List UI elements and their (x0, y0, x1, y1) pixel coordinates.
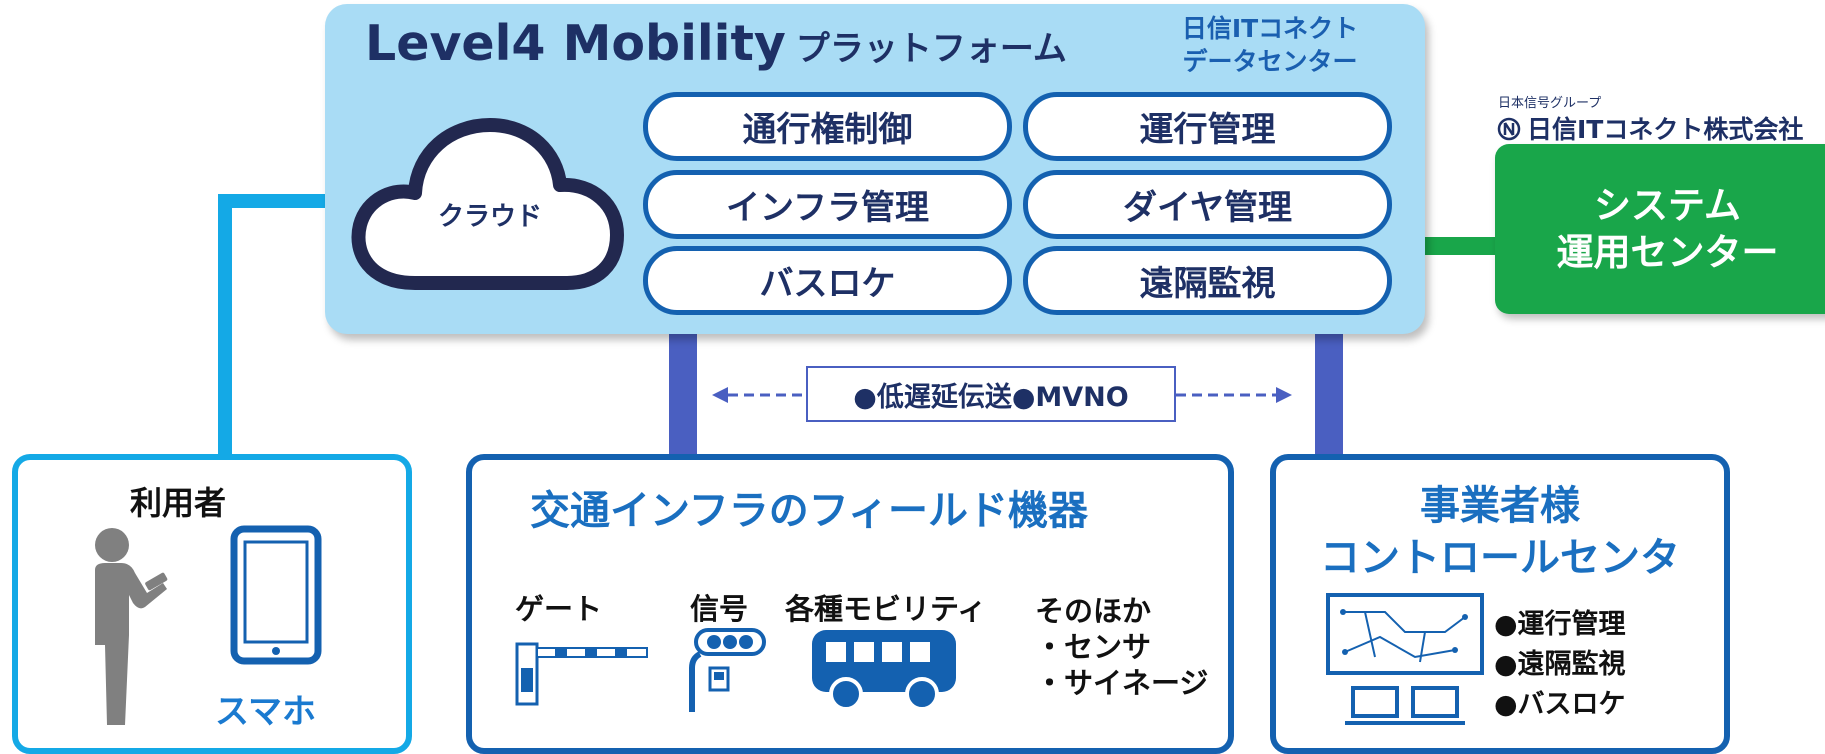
field-connector (669, 332, 697, 456)
company-name: 日信ITコネクト株式会社 (1497, 110, 1803, 146)
function-remote-monitoring: 遠隔監視 (1023, 246, 1392, 315)
other-label: そのほか (1035, 594, 1152, 628)
smartphone-icon (230, 525, 322, 665)
user-title: 利用者 (130, 484, 227, 522)
network-label: ●低遅延伝送●MVNO (806, 366, 1176, 422)
function-operation-management: 運行管理 (1023, 92, 1392, 161)
company-logo-icon (1497, 117, 1521, 141)
signage-label: ・サイネージ (1035, 666, 1209, 700)
ops-center-box: システム 運用センター (1495, 144, 1825, 314)
bus-icon (812, 630, 956, 710)
ops-connector (1425, 237, 1497, 255)
platform-title-suffix: プラットフォーム (795, 29, 1067, 69)
person-icon (95, 528, 168, 725)
operator-item-monitoring: ●遠隔監視 (1494, 649, 1626, 680)
function-timetable-management: ダイヤ管理 (1023, 170, 1392, 239)
control-screen-icon (1326, 593, 1484, 725)
field-equipment-title: 交通インフラのフィールド機器 (530, 488, 1088, 534)
gate-label: ゲート (515, 592, 603, 626)
function-bus-location: バスロケ (643, 246, 1012, 315)
operator-connector (1315, 332, 1343, 456)
ops-center-line1: システム (1594, 184, 1741, 227)
user-connector-horizontal (218, 194, 328, 208)
gate-icon (515, 642, 648, 706)
company-name-text: 日信ITコネクト株式会社 (1527, 115, 1804, 144)
datacenter-label: 日信ITコネクト データセンター (1170, 12, 1370, 78)
mobility-label: 各種モビリティ (785, 592, 987, 626)
operator-item-operation: ●運行管理 (1494, 609, 1626, 640)
smartphone-label: スマホ (215, 692, 316, 732)
traffic-signal-icon (689, 628, 766, 712)
datacenter-line2: データセンター (1182, 47, 1358, 76)
cloud-icon (351, 118, 624, 290)
datacenter-line1: 日信ITコネクト (1181, 14, 1359, 43)
cloud-label: クラウド (437, 202, 542, 232)
sensor-label: ・センサ (1035, 630, 1152, 664)
company-group-label: 日本信号グループ (1498, 96, 1602, 111)
operator-title: 事業者様 コントロールセンタ (1270, 480, 1730, 584)
signal-label: 信号 (690, 592, 749, 626)
function-right-of-way-control: 通行権制御 (643, 92, 1012, 161)
ops-center-line2: 運用センター (1556, 231, 1779, 274)
function-infrastructure-management: インフラ管理 (643, 170, 1012, 239)
user-connector-vertical (218, 194, 232, 456)
operator-title-line1: 事業者様 (1420, 483, 1580, 529)
operator-title-line2: コントロールセンタ (1320, 535, 1680, 581)
operator-item-buslocation: ●バスロケ (1494, 689, 1626, 720)
